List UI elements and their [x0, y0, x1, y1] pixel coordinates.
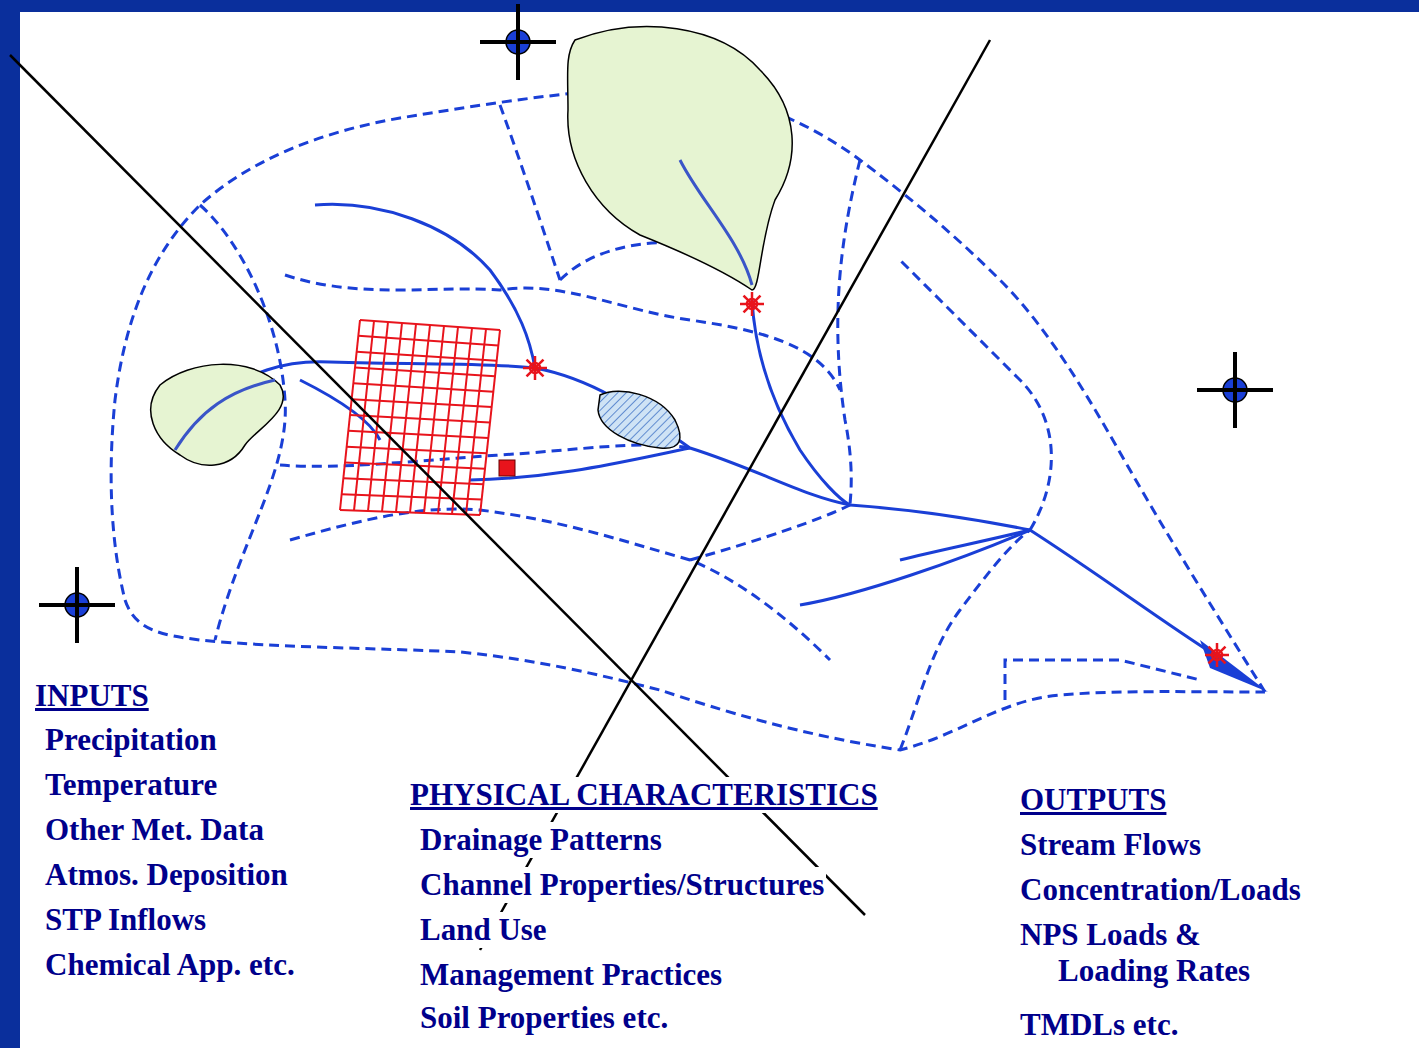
column-heading: OUTPUTS — [1018, 782, 1168, 818]
list-item: Chemical App. etc. — [43, 947, 297, 983]
list-item: TMDLs etc. — [1018, 1007, 1180, 1043]
column-heading: INPUTS — [33, 678, 151, 714]
list-item: Atmos. Deposition — [43, 857, 290, 893]
list-item: Stream Flows — [1018, 827, 1203, 863]
divider-lines — [10, 40, 990, 950]
list-item: Land Use — [418, 912, 549, 948]
list-item: Channel Properties/Structures — [418, 867, 826, 903]
outlet — [1200, 640, 1268, 692]
list-item: Soil Properties etc. — [418, 1000, 670, 1036]
list-item: Concentration/Loads — [1018, 872, 1303, 908]
list-item: Precipitation — [43, 722, 219, 758]
list-item: Temperature — [43, 767, 219, 803]
list-item: Other Met. Data — [43, 812, 266, 848]
list-item: Drainage Patterns — [418, 822, 664, 858]
model-grid — [340, 320, 500, 515]
list-item: Management Practices — [418, 957, 724, 993]
weather-stations — [39, 4, 1273, 643]
list-item: NPS Loads & Loading Rates — [1018, 917, 1318, 989]
monitoring-stations — [523, 292, 1229, 667]
lakes — [151, 27, 792, 466]
point-source — [499, 460, 515, 476]
column-heading: PHYSICAL CHARACTERISTICS — [408, 777, 880, 813]
list-item: STP Inflows — [43, 902, 208, 938]
